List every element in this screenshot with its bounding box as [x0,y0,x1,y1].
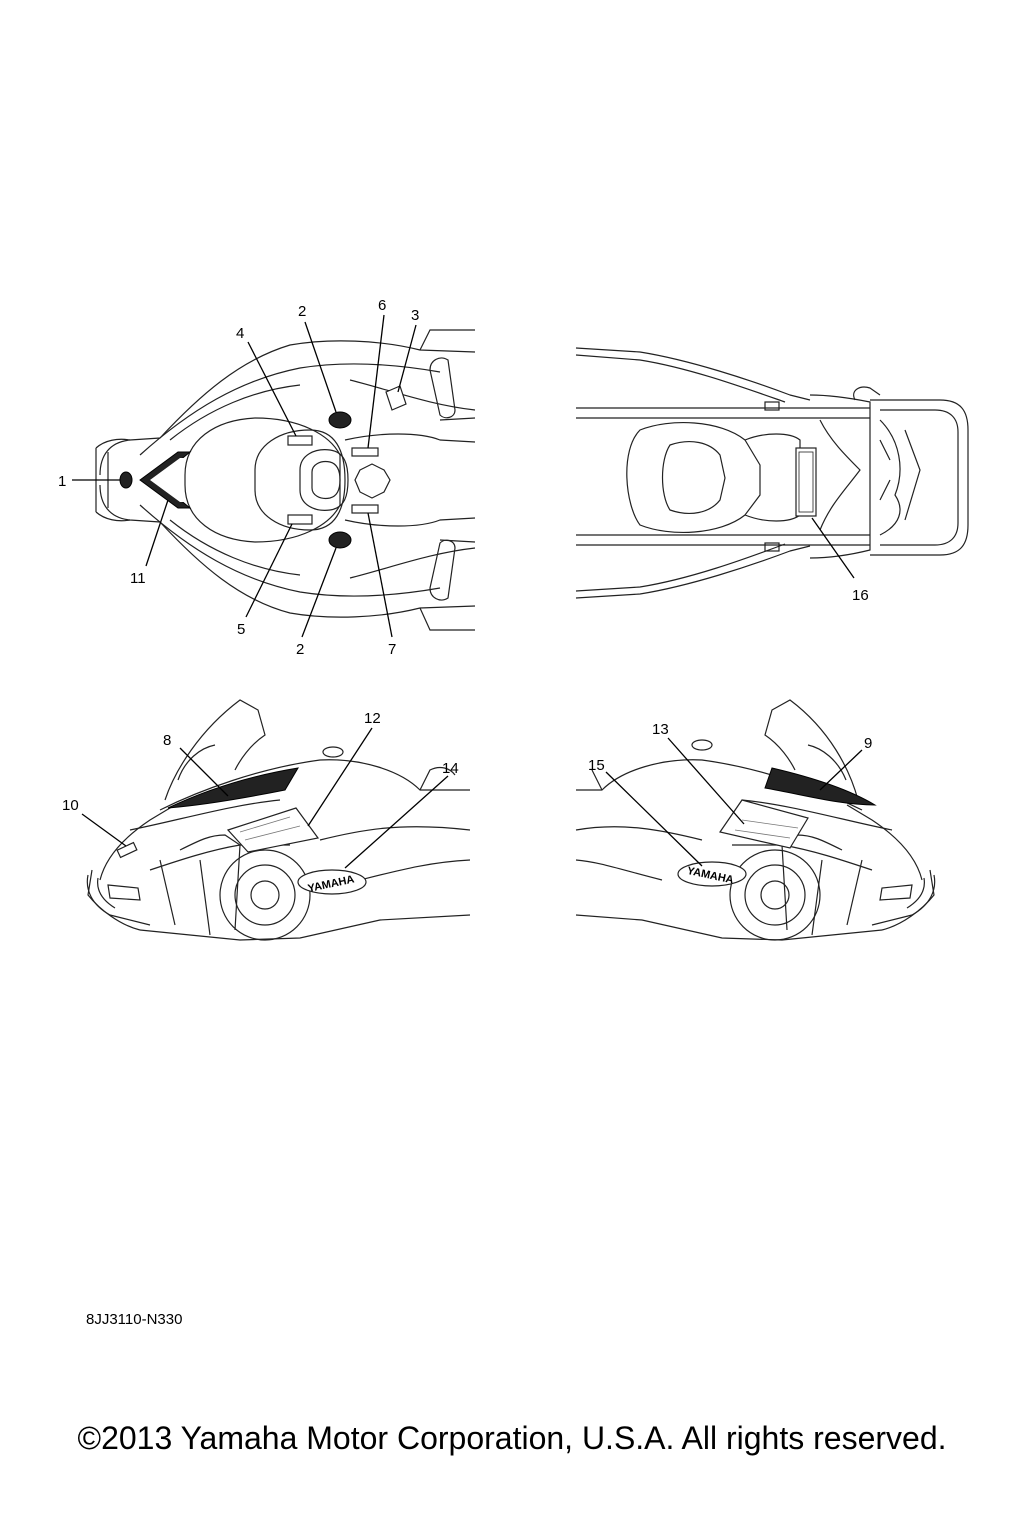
callout-8: 8 [163,732,171,749]
callout-11: 11 [130,570,146,587]
callout-13: 13 [652,721,669,738]
right-side-view-sled: YAMAHA [575,699,936,941]
callout-16: 16 [852,587,869,604]
callout-15: 15 [588,757,605,774]
callout-5: 5 [237,621,245,638]
rear-top-view-sled [575,347,969,599]
callout-1: 1 [58,473,66,490]
top-view-sled [95,329,476,631]
callout-3: 3 [411,307,419,324]
part-code: 8JJ3110-N330 [86,1311,183,1328]
callout-6: 6 [378,297,386,314]
callout-7: 7 [388,641,396,658]
top-view-callouts: 1 2 3 4 5 6 7 2 11 [58,297,419,658]
left-side-view-sled: YAMAHA [86,699,471,941]
callout-12: 12 [364,710,381,727]
callout-10: 10 [62,797,79,814]
callout-9: 9 [864,735,872,752]
callout-4: 4 [236,325,244,342]
right-side-view-callouts: 13 9 15 [588,721,872,867]
callout-2-lower: 2 [296,641,304,658]
rear-top-view-callouts: 16 [811,517,869,604]
copyright-notice: ©2013 Yamaha Motor Corporation, U.S.A. A… [77,1420,947,1456]
left-side-view-callouts: 8 10 12 14 [62,710,459,869]
callout-14: 14 [442,760,459,777]
callout-2-upper: 2 [298,303,306,320]
